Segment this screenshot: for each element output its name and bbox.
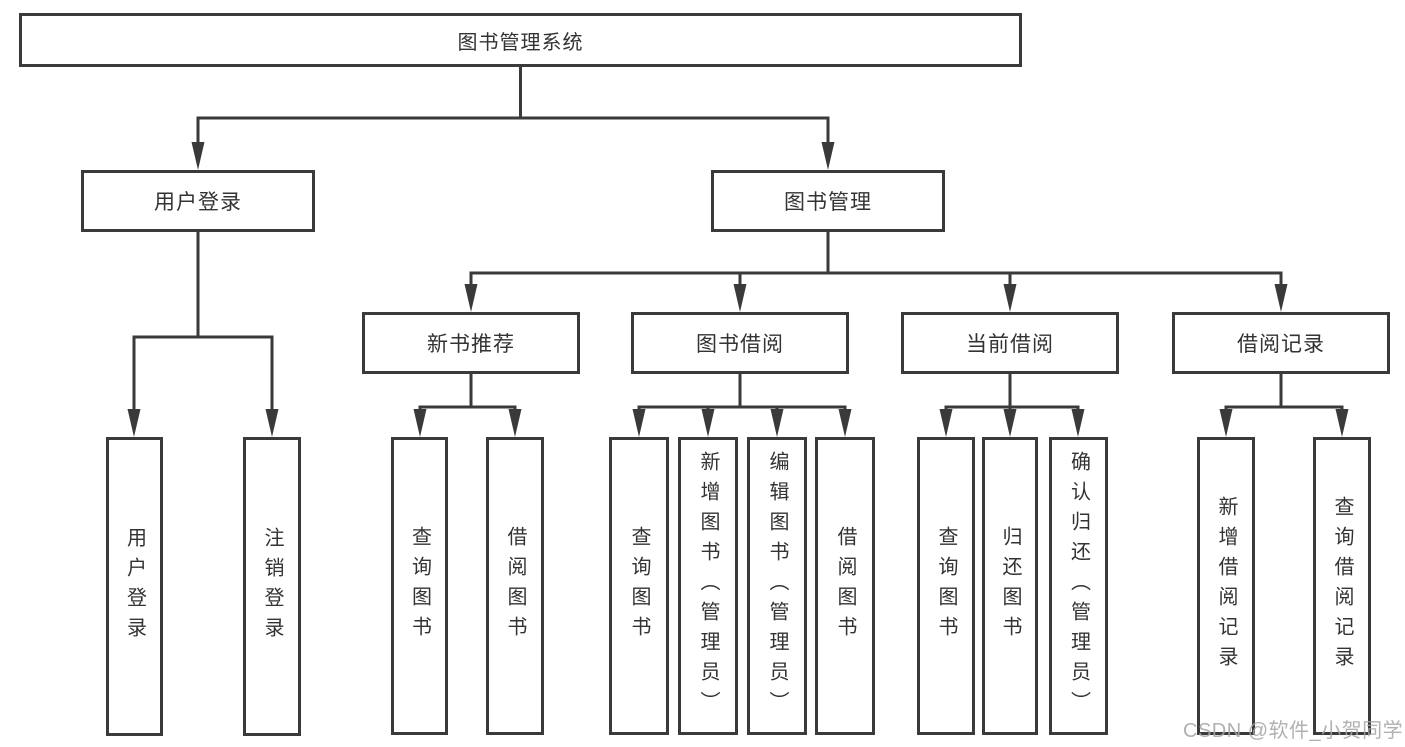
node-book-management-label: 图书管理	[784, 191, 872, 214]
leaf-cb-return-books: 归还图书	[982, 437, 1038, 735]
leaf-br-add-record-label: 新增借阅记录	[1215, 496, 1237, 676]
node-user-login: 用户登录	[81, 170, 315, 232]
node-current-borrow-label: 当前借阅	[966, 333, 1054, 356]
leaf-user-login-label: 用户登录	[123, 526, 146, 647]
leaf-logout-label: 注销登录	[261, 526, 283, 647]
leaf-bb-borrow-books: 借阅图书	[815, 437, 875, 735]
node-current-borrow: 当前借阅	[901, 312, 1119, 374]
leaf-cb-confirm-return: 确认归还（管理员）	[1049, 437, 1108, 735]
leaf-cb-return-books-label: 归还图书	[999, 526, 1021, 646]
leaf-user-login: 用户登录	[106, 437, 163, 736]
leaf-bb-query-books: 查询图书	[609, 437, 669, 735]
leaf-cb-query-books-label: 查询图书	[935, 526, 957, 646]
leaf-br-query-record: 查询借阅记录	[1313, 437, 1371, 735]
node-book-management: 图书管理	[711, 170, 945, 232]
node-new-book-recommend: 新书推荐	[362, 312, 580, 374]
node-root-label: 图书管理系统	[457, 31, 584, 54]
node-new-book-recommend-label: 新书推荐	[427, 333, 515, 356]
leaf-bb-add-books-label: 新增图书（管理员）	[697, 451, 719, 721]
node-book-borrow-label: 图书借阅	[696, 333, 784, 356]
leaf-bb-borrow-books-label: 借阅图书	[834, 526, 856, 646]
leaf-nb-borrow-books-label: 借阅图书	[504, 526, 526, 646]
leaf-br-query-record-label: 查询借阅记录	[1331, 496, 1353, 676]
leaf-bb-edit-books: 编辑图书（管理员）	[747, 437, 807, 735]
node-user-login-label: 用户登录	[154, 191, 242, 214]
leaf-cb-query-books: 查询图书	[917, 437, 975, 735]
csdn-watermark: CSDN @软件_小贺同学	[1183, 720, 1404, 742]
node-borrow-record: 借阅记录	[1172, 312, 1390, 374]
leaf-bb-add-books: 新增图书（管理员）	[678, 437, 738, 735]
node-root: 图书管理系统	[19, 13, 1022, 67]
leaf-bb-query-books-label: 查询图书	[628, 526, 650, 646]
leaf-cb-confirm-return-label: 确认归还（管理员）	[1067, 451, 1090, 721]
node-borrow-record-label: 借阅记录	[1237, 333, 1325, 356]
leaf-bb-edit-books-label: 编辑图书（管理员）	[766, 451, 788, 721]
leaf-nb-query-books: 查询图书	[391, 437, 448, 735]
leaf-nb-query-books-label: 查询图书	[408, 526, 431, 646]
node-book-borrow: 图书借阅	[631, 312, 849, 374]
leaf-logout: 注销登录	[243, 437, 301, 736]
leaf-br-add-record: 新增借阅记录	[1197, 437, 1255, 735]
leaf-nb-borrow-books: 借阅图书	[486, 437, 544, 735]
